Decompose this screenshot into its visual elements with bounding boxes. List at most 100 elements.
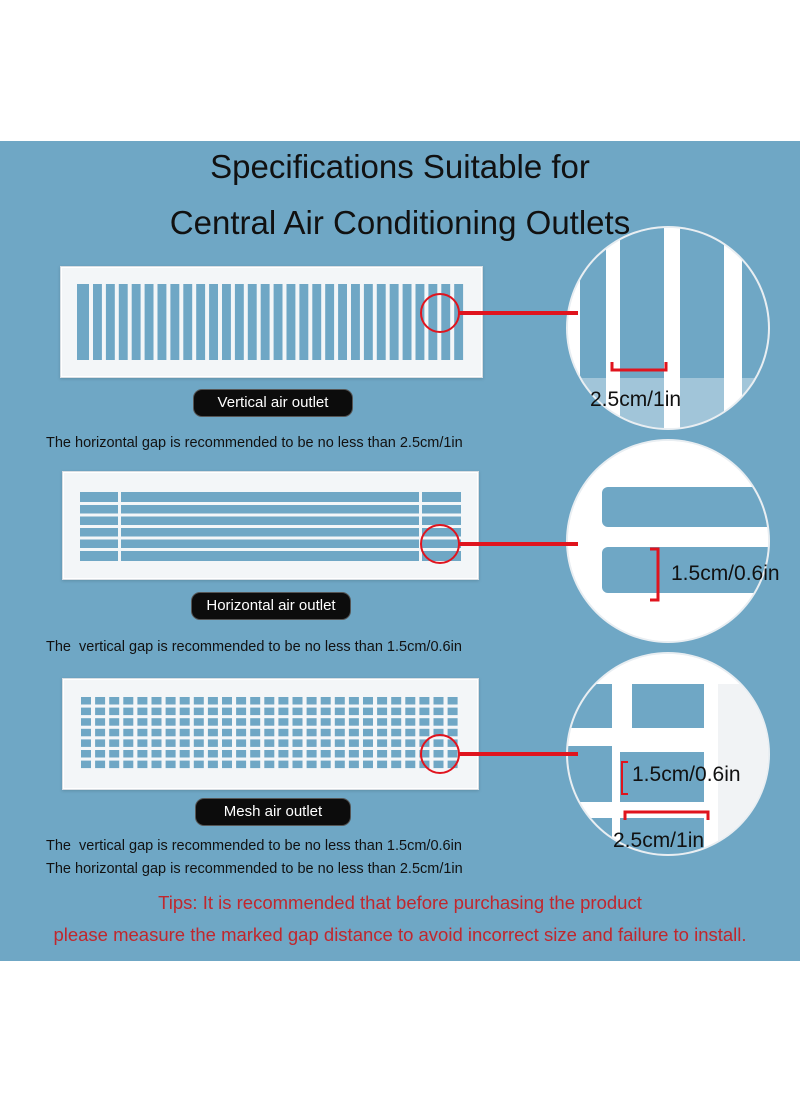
mesh-cell: [222, 760, 232, 769]
horizontal-slat: [80, 548, 461, 551]
horizontal-zoom-circle: [568, 441, 768, 641]
mesh-cell: [137, 697, 148, 705]
mesh-cell: [179, 750, 190, 758]
vertical-slat: [359, 284, 364, 360]
mesh-cell: [391, 728, 402, 737]
mesh-cell: [292, 750, 303, 758]
mesh-cell: [320, 707, 331, 716]
mesh-cell: [236, 739, 247, 747]
mesh-cell: [207, 760, 218, 769]
vertical-slat: [114, 284, 119, 360]
mesh-cell: [151, 728, 162, 737]
horizontal-outlet-label: Horizontal air outlet: [192, 593, 350, 619]
mesh-cell: [250, 728, 261, 737]
mesh-cell: [363, 707, 373, 716]
mesh-cell: [306, 728, 317, 737]
vertical-outlet-note: The horizontal gap is recommended to be …: [46, 435, 463, 451]
mesh-cell: [264, 728, 275, 737]
mesh-cell: [123, 750, 134, 758]
mesh-cell: [306, 739, 317, 747]
mesh-cell: [306, 718, 317, 726]
mesh-cell: [363, 750, 373, 758]
mesh-cell: [207, 750, 218, 758]
mesh-cell: [419, 750, 430, 758]
mesh-cell: [193, 728, 204, 737]
mesh-cell: [334, 707, 345, 716]
mesh-cell: [151, 739, 162, 747]
mesh-cell: [95, 750, 106, 758]
vertical-zoom-measure: 2.5cm/1in: [590, 388, 682, 411]
mesh-cell: [447, 760, 458, 769]
vertical-vent-graphic: [77, 284, 468, 360]
vertical-slat: [179, 284, 184, 360]
horizontal-vent-image: [62, 471, 479, 580]
mesh-zoom-measure-vertical: 1.5cm/0.6in: [632, 763, 741, 786]
vertical-slat: [140, 284, 145, 360]
mesh-cell: [320, 750, 331, 758]
mesh-cell: [193, 760, 204, 769]
mesh-cell: [391, 760, 402, 769]
mesh-cell: [334, 718, 345, 726]
mesh-cell: [306, 760, 317, 769]
mesh-cell: [207, 707, 218, 716]
mesh-cell: [278, 760, 289, 769]
mesh-cell: [264, 697, 275, 705]
mesh-cell: [193, 697, 204, 705]
mesh-cell: [250, 718, 261, 726]
mesh-cell: [165, 728, 176, 737]
mesh-cell: [109, 739, 120, 747]
mesh-cell: [222, 750, 232, 758]
mesh-cell: [419, 739, 430, 747]
vertical-slat: [411, 284, 416, 360]
mesh-cell: [193, 707, 204, 716]
mesh-cell: [207, 728, 218, 737]
mesh-cell: [151, 760, 162, 769]
mesh-cell: [236, 750, 247, 758]
vertical-slat: [437, 284, 442, 360]
mesh-cell: [81, 718, 91, 726]
mesh-cell: [292, 760, 303, 769]
horizontal-vent-graphic: [80, 492, 461, 561]
mesh-cell: [95, 718, 106, 726]
mesh-cell: [236, 760, 247, 769]
vertical-slat: [269, 284, 274, 360]
mesh-zoom-graphic: [568, 654, 768, 854]
mesh-cell: [405, 750, 416, 758]
mesh-cell: [405, 739, 416, 747]
mesh-cell: [151, 707, 162, 716]
mesh-cell: [109, 707, 120, 716]
mesh-cell: [363, 697, 373, 705]
mesh-cell: [193, 718, 204, 726]
mesh-cell: [405, 760, 416, 769]
mesh-cell: [236, 728, 247, 737]
mesh-cell: [95, 739, 106, 747]
mesh-cell: [179, 718, 190, 726]
mesh-cell: [123, 739, 134, 747]
mesh-cell: [292, 718, 303, 726]
mesh-cell: [306, 707, 317, 716]
mesh-cell: [250, 707, 261, 716]
mesh-cell: [165, 750, 176, 758]
tip-line-2: please measure the marked gap distance t…: [53, 924, 747, 945]
mesh-cell: [123, 728, 134, 737]
mesh-cell: [405, 728, 416, 737]
mesh-cell: [222, 697, 232, 705]
mesh-cell: [95, 697, 106, 705]
mesh-cell: [179, 728, 190, 737]
mesh-cell: [264, 718, 275, 726]
mesh-cell: [348, 760, 359, 769]
mesh-cell: [278, 739, 289, 747]
mesh-cell: [306, 750, 317, 758]
mesh-cell: [405, 718, 416, 726]
vertical-slat: [230, 284, 235, 360]
mesh-cell: [419, 707, 430, 716]
mesh-cell: [447, 707, 458, 716]
mesh-cell: [348, 750, 359, 758]
vertical-slat: [127, 284, 132, 360]
spec-panel: Specifications Suitable for Central Air …: [0, 141, 800, 961]
mesh-cell: [95, 728, 106, 737]
mesh-cell: [292, 697, 303, 705]
mesh-cell: [447, 697, 458, 705]
mesh-cell: [419, 760, 430, 769]
vertical-slat: [398, 284, 403, 360]
